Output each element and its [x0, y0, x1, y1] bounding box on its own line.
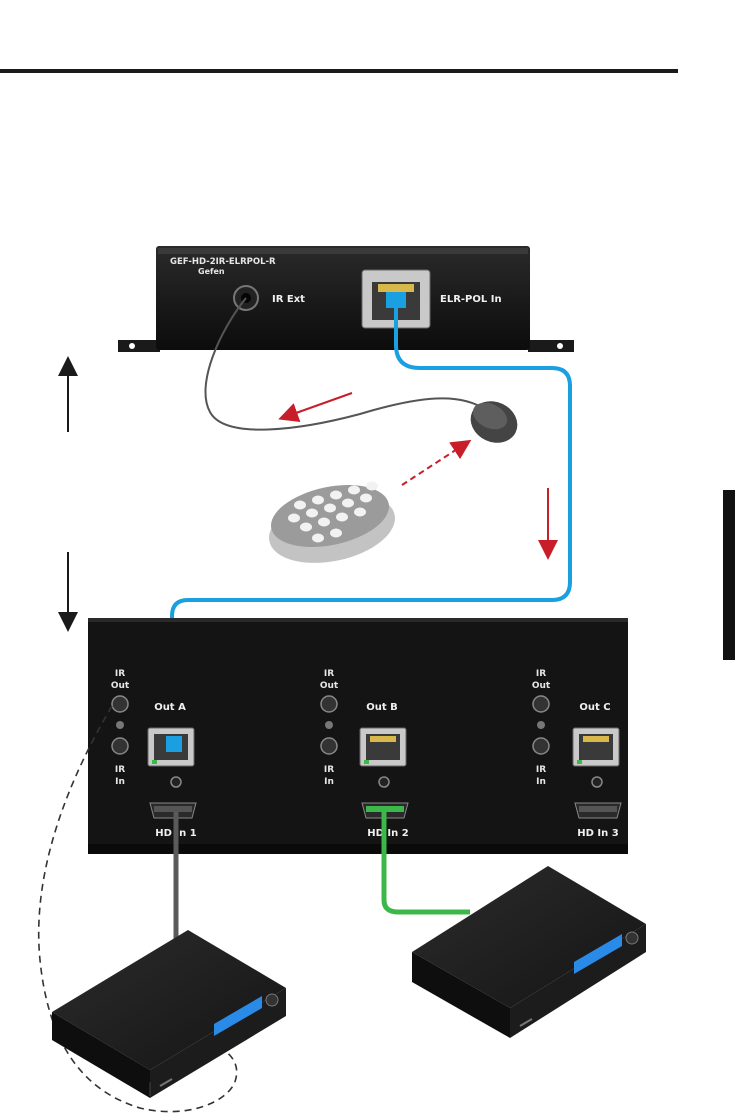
- hdmi-port-3[interactable]: [574, 802, 622, 819]
- ir-out-label-a-2: Out: [111, 681, 130, 691]
- ir-in-label-a: IR: [115, 765, 125, 775]
- hdmi-label-3: HD In 3: [577, 828, 618, 839]
- elr-pol-in-label: ELR-POL In: [440, 294, 502, 305]
- ir-in-label-b: IR: [324, 765, 334, 775]
- remote-control-icon: [269, 481, 395, 563]
- out-b-label: Out B: [366, 702, 398, 713]
- ir-in-label-b-2: In: [324, 777, 334, 787]
- hdmi-port-1[interactable]: [149, 802, 197, 819]
- receiver-unit: GEF-HD-2IR-ELRPOL-R Gefen IR Ext ELR-POL…: [118, 246, 574, 352]
- cat-cable: [170, 300, 572, 746]
- out-c-label: Out C: [579, 702, 610, 713]
- ir-signal-arrow: [278, 392, 353, 423]
- blu-ray-player-icon: [52, 930, 286, 1098]
- hdmi-label-2: HD In 2: [367, 828, 408, 839]
- ir-in-jack-a[interactable]: [111, 737, 129, 755]
- ir-in-jack-c[interactable]: [532, 737, 550, 755]
- hdmi-port-2[interactable]: [361, 802, 409, 819]
- ir-out-label-b-2: Out: [320, 681, 339, 691]
- ir-out-jack-b[interactable]: [320, 695, 338, 713]
- receiver-model-label: GEF-HD-2IR-ELRPOL-R: [170, 257, 276, 267]
- out-b-port[interactable]: [359, 727, 407, 767]
- ir-ext-label: IR Ext: [272, 294, 305, 305]
- hdmi-cable-2: [381, 812, 470, 915]
- ir-in-label-c: IR: [536, 765, 546, 775]
- ir-emitter-cable: [38, 705, 238, 1113]
- ir-sensor-icon: [470, 401, 518, 443]
- page-side-tab: [723, 490, 735, 660]
- ir-out-label-c-2: Out: [532, 681, 551, 691]
- out-a-port[interactable]: [147, 727, 195, 767]
- ir-in-label-c-2: In: [536, 777, 546, 787]
- blu-ray-player-icon: [412, 866, 646, 1038]
- ir-in-jack-b[interactable]: [320, 737, 338, 755]
- ir-out-label-b: IR: [324, 669, 334, 679]
- ir-out-jack-a[interactable]: [111, 695, 129, 713]
- out-c-port[interactable]: [572, 727, 620, 767]
- zone-c: IR Out IR In Out C HD In 3: [532, 669, 622, 839]
- ir-out-jack-c[interactable]: [532, 695, 550, 713]
- ir-remote-arrow: [401, 439, 472, 486]
- ir-out-label-c: IR: [536, 669, 546, 679]
- ir-out-label-a: IR: [115, 669, 125, 679]
- ir-in-label-a-2: In: [115, 777, 125, 787]
- receiver-brand-label: Gefen: [198, 267, 225, 276]
- sender-panel: [88, 618, 628, 854]
- zone-b: IR Out IR In Out B HD In 2: [320, 669, 409, 839]
- ir-ext-cable: [204, 297, 487, 431]
- out-a-label: Out A: [154, 702, 186, 713]
- top-rule: [0, 69, 678, 73]
